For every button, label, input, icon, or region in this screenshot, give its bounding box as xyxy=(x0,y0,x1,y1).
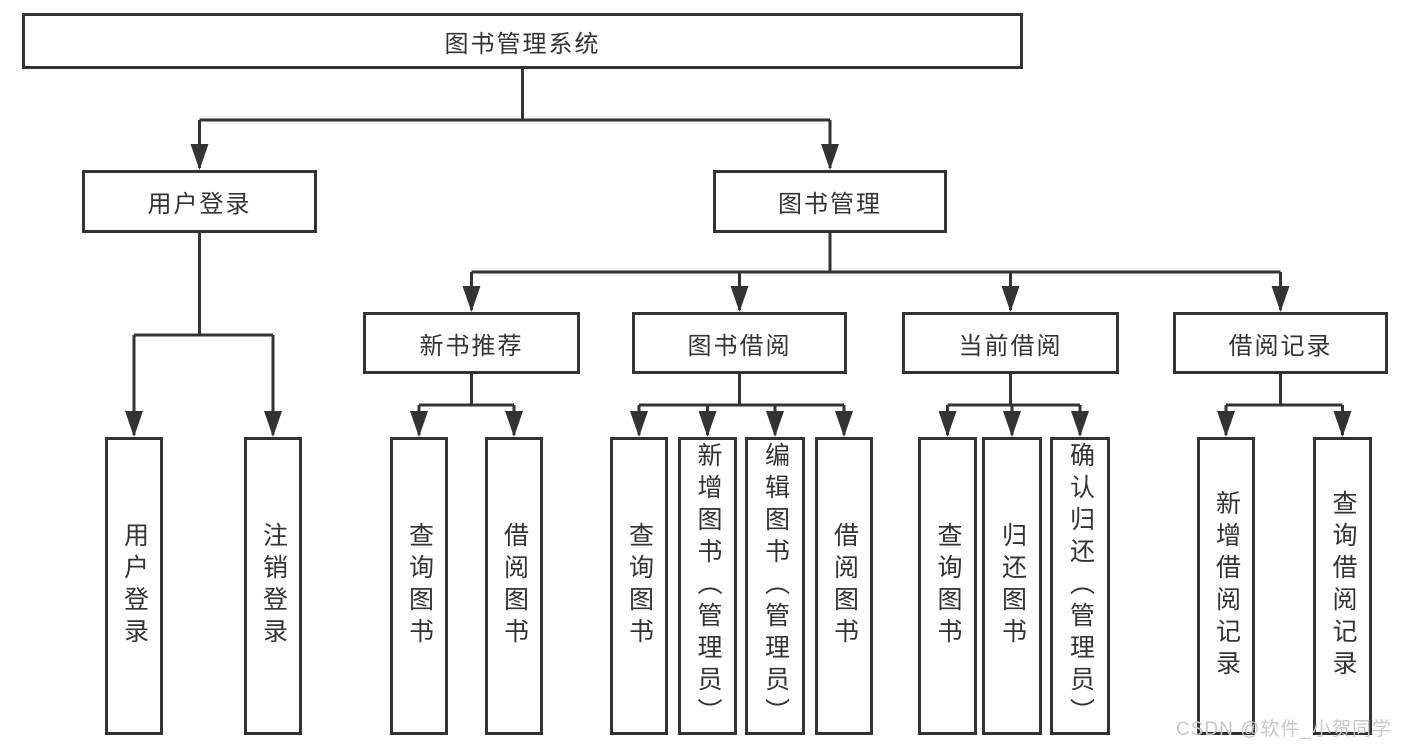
leaf-logout: 注销登录 xyxy=(244,437,302,735)
connector-strokes xyxy=(132,69,1344,435)
leaf-query-borrow-record: 查询借阅记录 xyxy=(1313,437,1372,735)
leaf-borrow-books-recommend: 借阅图书 xyxy=(485,437,543,735)
node-book-borrow: 图书借阅 xyxy=(632,312,847,374)
leaf-logout-label: 注销登录 xyxy=(259,522,288,650)
node-user-login-label: 用户登录 xyxy=(147,191,252,218)
node-book-borrow-label: 图书借阅 xyxy=(687,332,792,360)
leaf-add-borrow-record: 新增借阅记录 xyxy=(1197,437,1255,735)
leaf-edit-book-admin-label: 编辑图书（管理员） xyxy=(761,442,790,730)
watermark-text: CSDN @软件_小贺同学 xyxy=(1176,719,1392,740)
leaf-query-books-recommend-label: 查询图书 xyxy=(405,522,434,650)
leaf-add-book-admin: 新增图书（管理员） xyxy=(678,437,737,735)
node-book-management: 图书管理 xyxy=(713,170,947,233)
node-root: 图书管理系统 xyxy=(22,13,1023,69)
node-root-label: 图书管理系统 xyxy=(444,30,601,58)
leaf-query-books-borrow-label: 查询图书 xyxy=(625,522,654,650)
leaf-borrow-books-label: 借阅图书 xyxy=(830,522,859,650)
node-book-management-label: 图书管理 xyxy=(778,191,882,218)
leaf-user-login: 用户登录 xyxy=(105,437,163,735)
node-new-book-recommend: 新书推荐 xyxy=(363,312,580,374)
leaf-query-borrow-record-label: 查询借阅记录 xyxy=(1329,490,1357,682)
leaf-query-books-current-label: 查询图书 xyxy=(934,522,962,650)
leaf-borrow-books: 借阅图书 xyxy=(815,437,873,735)
leaf-query-books-borrow: 查询图书 xyxy=(610,437,668,735)
leaf-query-books-recommend: 查询图书 xyxy=(390,437,448,735)
leaf-edit-book-admin: 编辑图书（管理员） xyxy=(745,437,805,735)
leaf-borrow-books-recommend-label: 借阅图书 xyxy=(500,522,529,650)
arrowheads xyxy=(125,144,1352,437)
leaf-confirm-return-admin: 确认归还（管理员） xyxy=(1050,437,1110,735)
node-borrow-records: 借阅记录 xyxy=(1173,312,1388,374)
leaf-return-book-label: 归还图书 xyxy=(998,522,1027,650)
leaf-add-borrow-record-label: 新增借阅记录 xyxy=(1212,490,1241,682)
leaf-query-books-current: 查询图书 xyxy=(918,437,977,735)
leaf-user-login-label: 用户登录 xyxy=(120,522,149,650)
node-borrow-records-label: 借阅记录 xyxy=(1228,332,1333,360)
node-user-login: 用户登录 xyxy=(82,170,317,233)
leaf-add-book-admin-label: 新增图书（管理员） xyxy=(694,442,722,730)
node-new-book-recommend-label: 新书推荐 xyxy=(419,332,524,360)
leaf-return-book: 归还图书 xyxy=(982,437,1042,735)
node-current-borrow-label: 当前借阅 xyxy=(958,332,1063,360)
leaf-confirm-return-admin-label: 确认归还（管理员） xyxy=(1066,442,1095,730)
node-current-borrow: 当前借阅 xyxy=(902,312,1119,374)
